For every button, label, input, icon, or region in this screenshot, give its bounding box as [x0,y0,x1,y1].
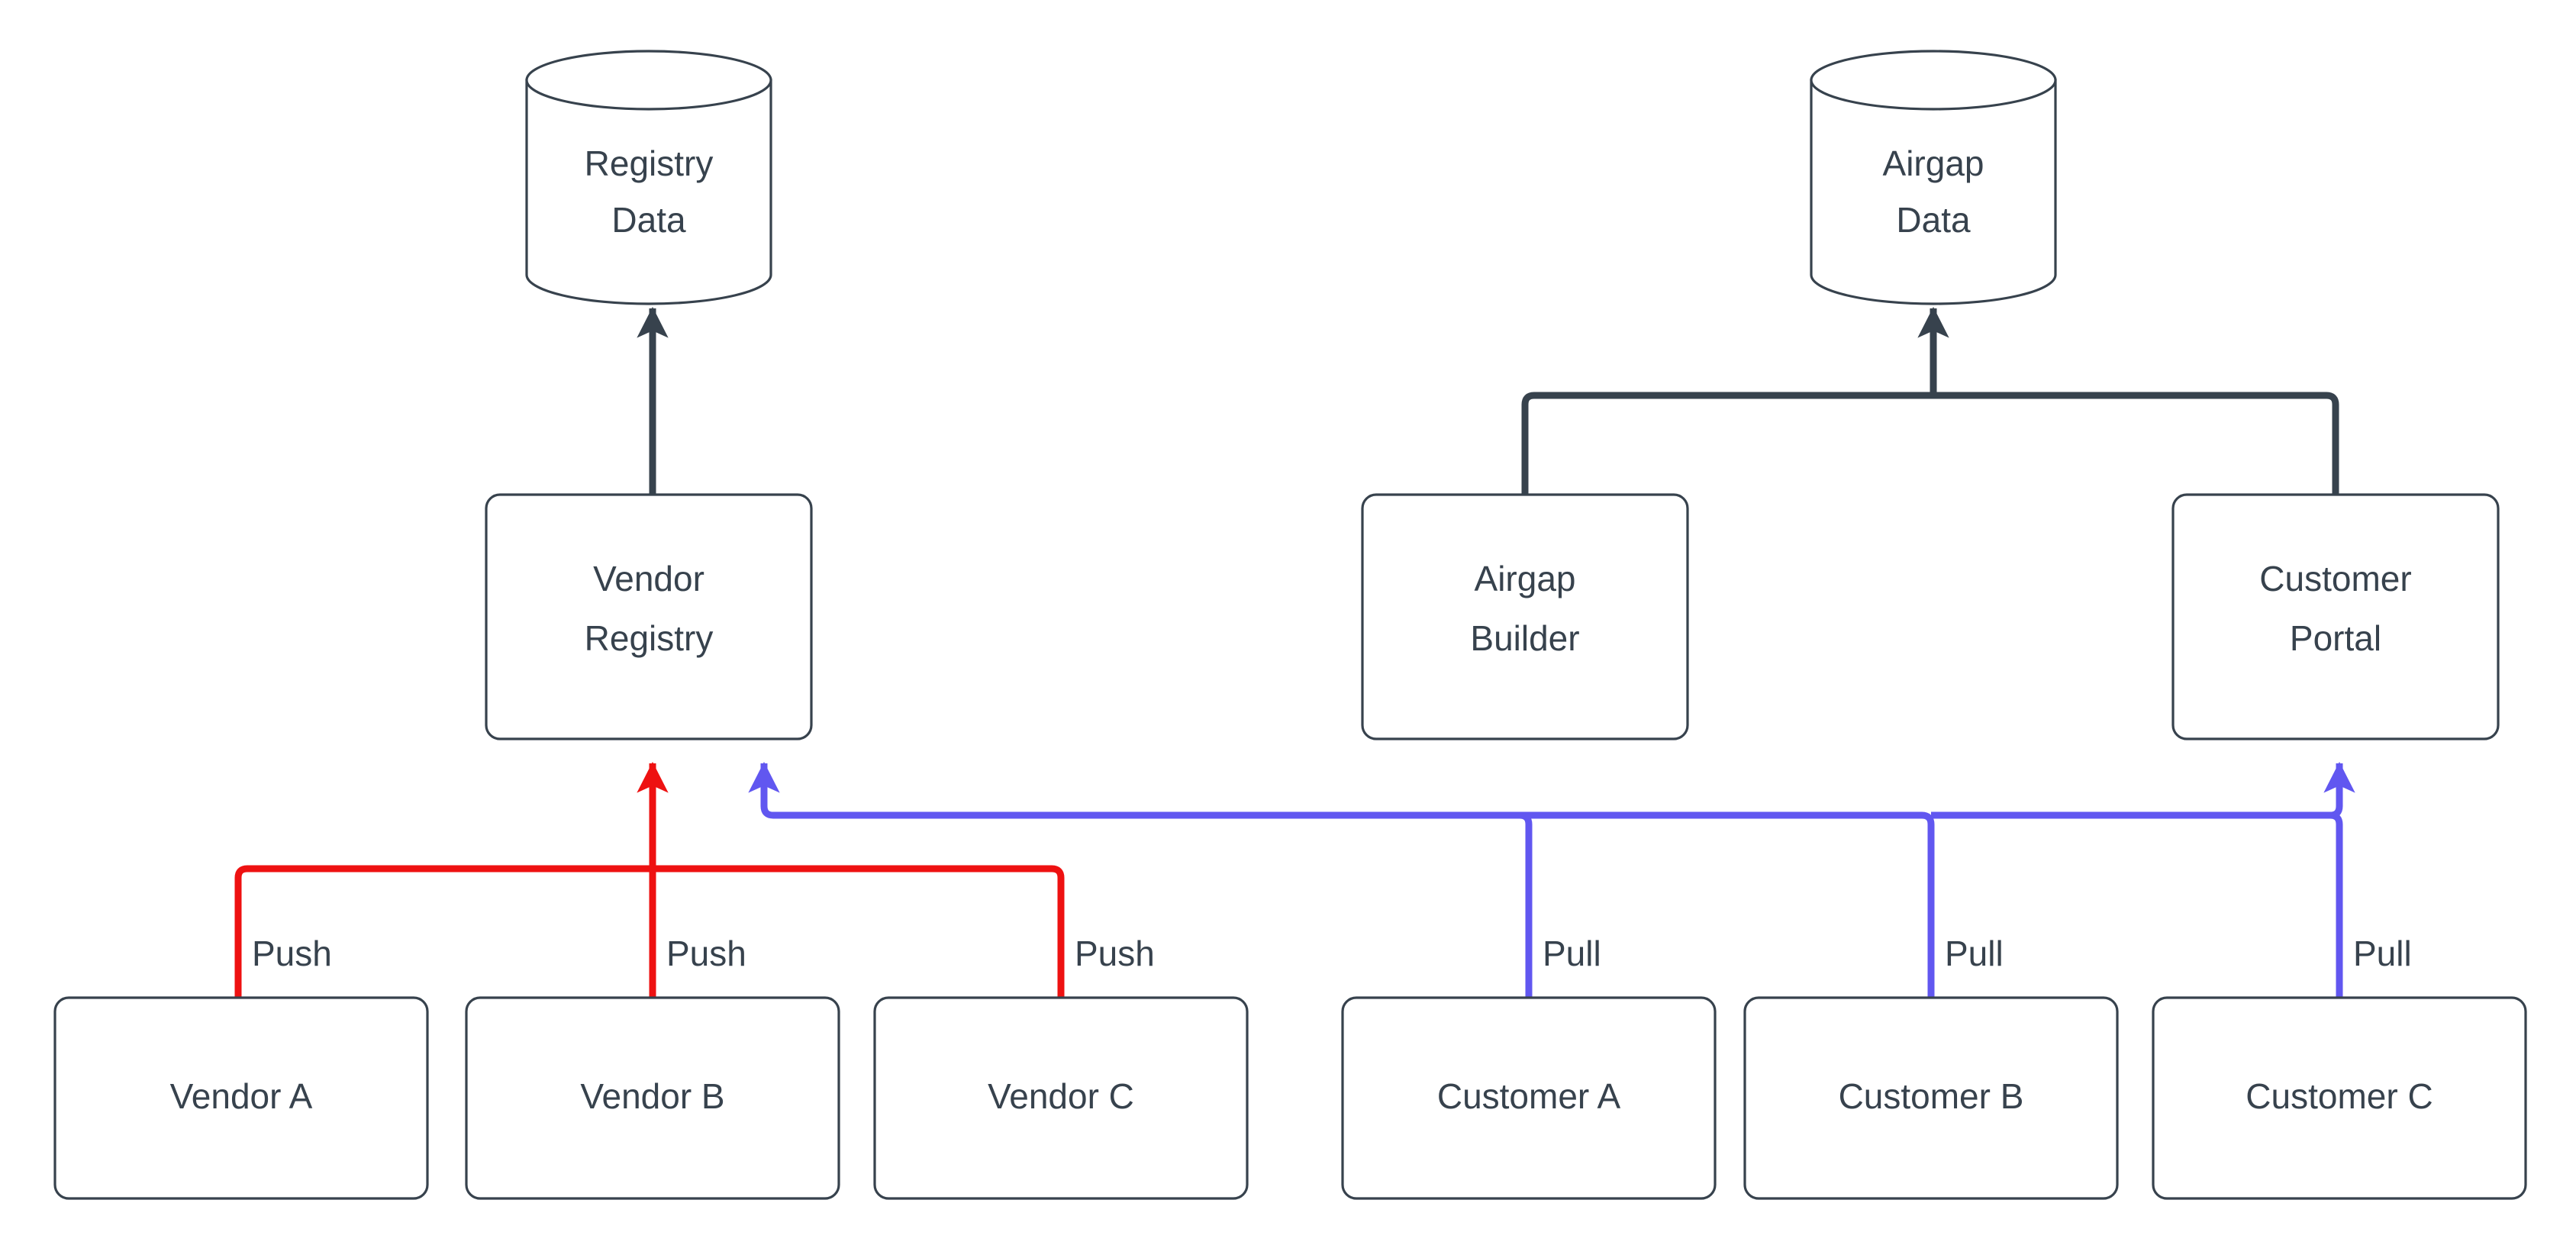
customer-c-label: Customer C [2246,1076,2433,1116]
customer-portal-label-line1: Customer [2259,559,2411,598]
customer-portal-box [2171,493,2500,740]
node-vendor-b[interactable]: Vendor B [465,996,840,1200]
registry-data-cylinder-body [525,79,772,305]
edge-label-push-1: Push [252,934,332,973]
node-customer-portal[interactable]: Customer Portal [2171,493,2500,740]
vendor-registry-label-line1: Vendor [593,559,704,598]
customer-b-label: Customer B [1839,1076,2024,1116]
customer-a-box [1341,996,1717,1200]
edge-airgap-builder-to-airgap-data [1521,392,1933,495]
edge-label-pull-2: Pull [1945,934,2004,973]
node-customer-a[interactable]: Customer A [1341,996,1717,1200]
airgap-data-label-line2: Data [1896,200,1971,240]
airgap-builder-label-line2: Builder [1470,618,1579,658]
edge-label-push-3: Push [1075,934,1155,973]
edge-pull-trunk-to-customer-portal [2323,762,2355,819]
registry-data-label-line1: Registry [585,144,714,183]
edge-customer-portal-to-airgap-data [1933,392,2339,495]
edge-label-push-2: Push [666,934,746,973]
node-registry-data[interactable]: Registry Data [525,50,772,305]
airgap-data-cylinder-body [1810,79,2057,305]
vendor-c-box [873,996,1249,1200]
customer-c-box [2152,996,2527,1200]
node-vendor-registry[interactable]: Vendor Registry [485,493,813,740]
customer-portal-label-line2: Portal [2290,618,2381,658]
node-customer-c[interactable]: Customer C [2152,996,2527,1200]
edge-pull-trunk-to-vendor-registry [748,762,780,819]
vendor-a-label: Vendor A [170,1076,313,1116]
airgap-data-cylinder-top [1810,50,2057,111]
airgap-data-label-line1: Airgap [1883,144,1984,183]
node-customer-b[interactable]: Customer B [1743,996,2119,1200]
vendor-registry-label-line2: Registry [585,618,714,658]
customer-a-label: Customer A [1437,1076,1621,1116]
registry-data-label-line2: Data [611,200,686,240]
edge-label-pull-1: Pull [1543,934,1601,973]
vendor-registry-box [485,493,813,740]
edge-vendor-a-push [234,865,653,998]
vendor-b-label: Vendor B [580,1076,724,1116]
vendor-a-box [53,996,429,1200]
node-vendor-a[interactable]: Vendor A [53,996,429,1200]
vendor-b-box [465,996,840,1200]
edge-label-pull-3: Pull [2353,934,2412,973]
edge-customer-b-pull [773,811,1935,998]
registry-data-cylinder-top [525,50,772,111]
node-airgap-data[interactable]: Airgap Data [1810,50,2057,305]
customer-b-box [1743,996,2119,1200]
edge-vendor-c-push [653,865,1065,998]
airgap-builder-label-line1: Airgap [1475,559,1576,598]
airgap-builder-box [1361,493,1689,740]
node-airgap-builder[interactable]: Airgap Builder [1361,493,1689,740]
vendor-c-label: Vendor C [988,1076,1134,1116]
node-vendor-c[interactable]: Vendor C [873,996,1249,1200]
